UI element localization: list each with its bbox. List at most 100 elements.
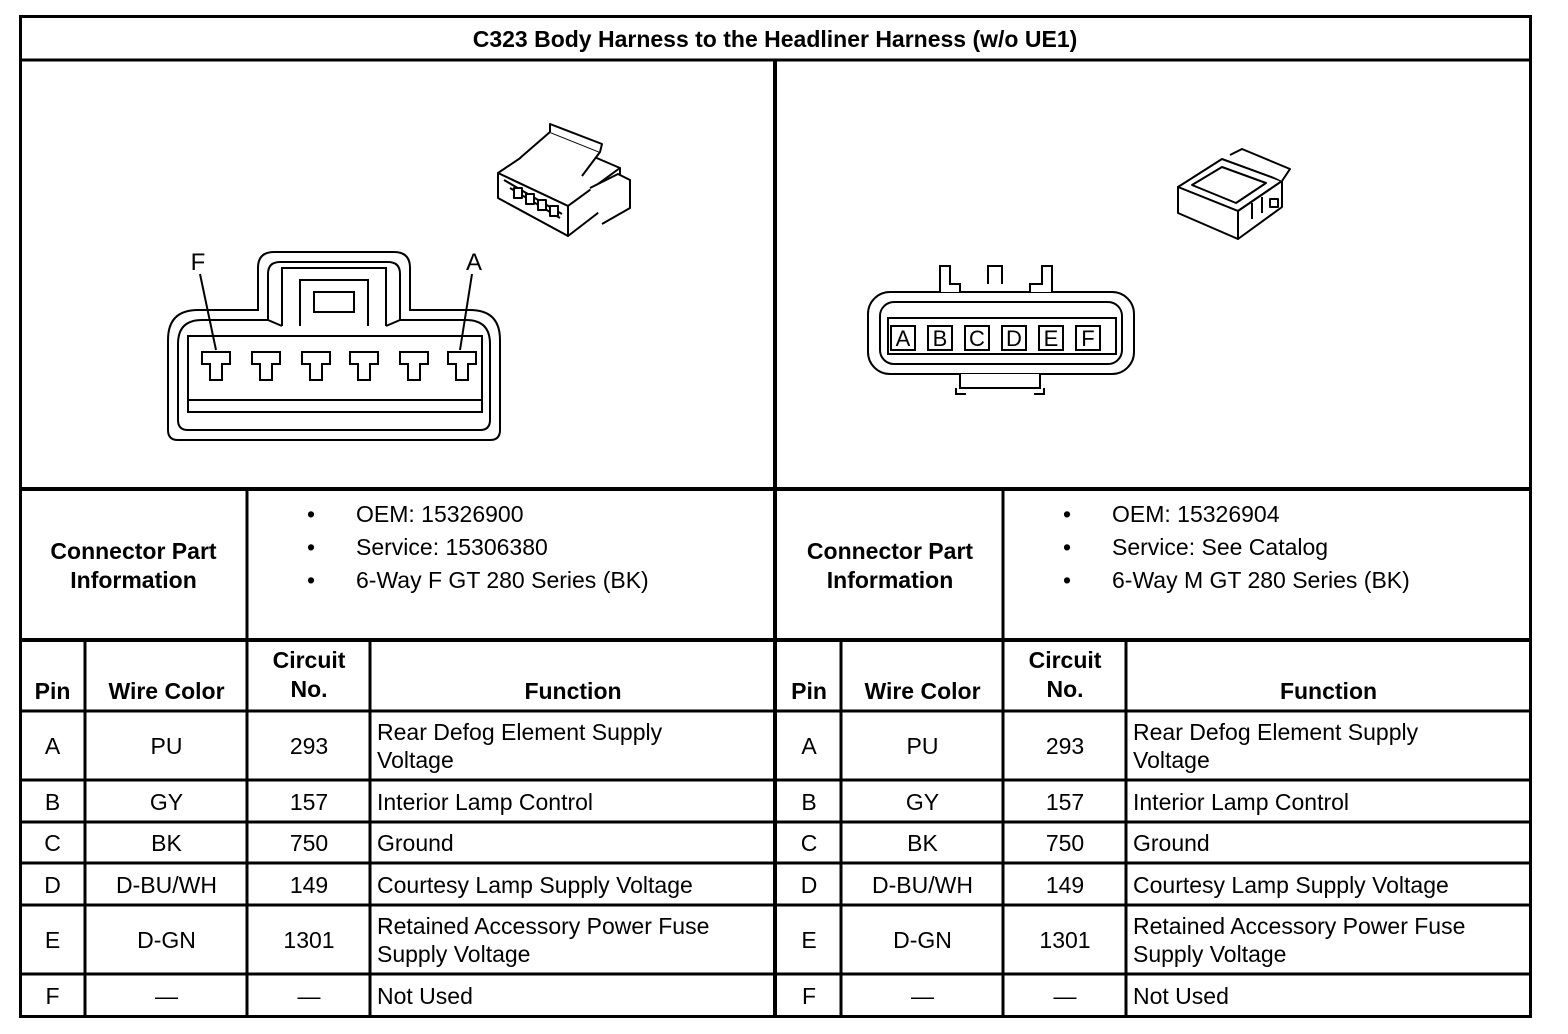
cell-circuit: 750 [289, 830, 329, 856]
cell-circuit: 293 [1045, 733, 1085, 759]
cell-function: Interior Lamp Control [1133, 788, 1350, 815]
cell-pin: E [801, 927, 817, 953]
part-info-item: • OEM: 15326904 [1060, 498, 1520, 531]
cell-function: Retained Accessory Power Fuse Supply Vol… [377, 913, 710, 967]
cell-pin: B [44, 788, 61, 815]
cell-function: Not Used [377, 982, 473, 1009]
cell-wire-color: D-GN [137, 927, 196, 953]
cell-wire-color: BK [151, 830, 182, 856]
bullet-icon: • [1062, 501, 1072, 527]
cavity-label-b: B [933, 326, 948, 351]
cell-wire-color: PU [150, 733, 183, 759]
part-info-oem: OEM: 15326904 [1112, 501, 1280, 527]
cell-pin: A [44, 733, 61, 759]
connector-part-info-label-right: Connector Part Information [777, 491, 1003, 640]
connector-part-info-list-right: • OEM: 15326904 • Service: See Catalog •… [1060, 498, 1520, 597]
cell-function: Retained Accessory Power Fuse Supply Vol… [1133, 913, 1466, 967]
male-connector-icon [1177, 148, 1291, 240]
part-info-service: Service: See Catalog [1112, 534, 1329, 560]
cell-pin: C [800, 830, 818, 856]
cell-pin: C [44, 830, 61, 856]
connector-part-info-label-left: Connector Part Information [20, 491, 247, 640]
cell-wire-color: D-BU/WH [116, 871, 217, 898]
bullet-icon: • [1062, 567, 1072, 593]
cell-wire-color: GY [905, 788, 940, 815]
cell-circuit: 1301 [283, 927, 335, 953]
cell-wire-color: — [911, 982, 934, 1009]
header-wire-color: Wire Color [108, 678, 225, 704]
part-info-service: Service: 15306380 [356, 534, 548, 560]
cell-circuit: 157 [289, 788, 329, 815]
cell-function: Not Used [1133, 982, 1229, 1009]
cell-function: Rear Defog Element Supply Voltage [1133, 719, 1419, 773]
part-info-label-line: Connector Part [806, 537, 974, 564]
cell-circuit: — [297, 982, 321, 1009]
header-circuit-line: Circuit [272, 647, 346, 673]
cell-function: Ground [1133, 830, 1210, 856]
female-connector-face-diagram: F A [167, 249, 501, 441]
bullet-icon: • [306, 501, 316, 527]
bullet-icon: • [306, 534, 316, 560]
part-info-description: 6-Way M GT 280 Series (BK) [1112, 567, 1410, 593]
cell-wire-color: — [155, 982, 178, 1009]
part-info-label-line: Information [70, 566, 197, 593]
part-info-item: • Service: 15306380 [304, 531, 764, 564]
cell-circuit: 1301 [1039, 927, 1091, 953]
cell-circuit: 149 [289, 871, 329, 898]
cell-pin: D [44, 871, 61, 898]
header-pin: Pin [34, 678, 71, 704]
cell-function: Courtesy Lamp Supply Voltage [1133, 871, 1449, 898]
cell-circuit: 750 [1045, 830, 1085, 856]
header-circuit-no: Circuit No. [248, 643, 370, 707]
header-circuit-line: No. [290, 676, 328, 702]
header-pin: Pin [791, 678, 827, 704]
cell-pin: F [45, 982, 60, 1009]
cell-wire-color: BK [907, 830, 938, 856]
header-wire-color: Wire Color [864, 678, 981, 704]
cell-pin: B [801, 788, 817, 815]
cell-wire-color: GY [149, 788, 184, 815]
header-function: Function [524, 678, 622, 704]
cavity-label-c: C [969, 326, 985, 351]
cell-wire-color: PU [906, 733, 939, 759]
part-info-description: 6-Way F GT 280 Series (BK) [356, 567, 649, 593]
part-info-label-line: Information [826, 566, 954, 593]
cell-function: Interior Lamp Control [377, 788, 594, 815]
cell-function: Ground [377, 830, 454, 856]
cell-circuit: 293 [289, 733, 329, 759]
cell-pin: D [800, 871, 818, 898]
bullet-icon: • [306, 567, 316, 593]
pin-label-a: A [466, 249, 482, 276]
bullet-icon: • [1062, 534, 1072, 560]
cell-pin: F [801, 982, 817, 1009]
cell-function: Courtesy Lamp Supply Voltage [377, 871, 693, 898]
cell-pin: E [44, 927, 61, 953]
cell-circuit: 157 [1045, 788, 1085, 815]
male-connector-face-diagram: A B C D E F [867, 265, 1135, 395]
cell-pin: A [801, 733, 817, 759]
part-info-item: • 6-Way F GT 280 Series (BK) [304, 564, 764, 597]
cell-circuit: 149 [1045, 871, 1085, 898]
connector-part-info-list-left: • OEM: 15326900 • Service: 15306380 • 6-… [304, 498, 764, 597]
part-info-oem: OEM: 15326900 [356, 501, 524, 527]
cell-wire-color: D-GN [893, 927, 952, 953]
cell-wire-color: D-BU/WH [872, 871, 973, 898]
cavity-label-a: A [896, 326, 911, 351]
pin-label-f: F [191, 249, 206, 276]
header-circuit-no: Circuit No. [1004, 643, 1126, 707]
female-connector-icon [497, 123, 631, 237]
cavity-label-e: E [1044, 326, 1059, 351]
header-circuit-line: Circuit [1028, 647, 1102, 673]
part-info-item: • Service: See Catalog [1060, 531, 1520, 564]
part-info-label-line: Connector Part [50, 537, 217, 564]
part-info-item: • 6-Way M GT 280 Series (BK) [1060, 564, 1520, 597]
page-title: C323 Body Harness to the Headliner Harne… [472, 26, 1078, 52]
cell-function: Rear Defog Element Supply Voltage [377, 719, 663, 773]
header-circuit-line: No. [1046, 676, 1084, 702]
cavity-label-d: D [1006, 326, 1022, 351]
header-function: Function [1279, 678, 1378, 704]
part-info-item: • OEM: 15326900 [304, 498, 764, 531]
cell-circuit: — [1053, 982, 1077, 1009]
